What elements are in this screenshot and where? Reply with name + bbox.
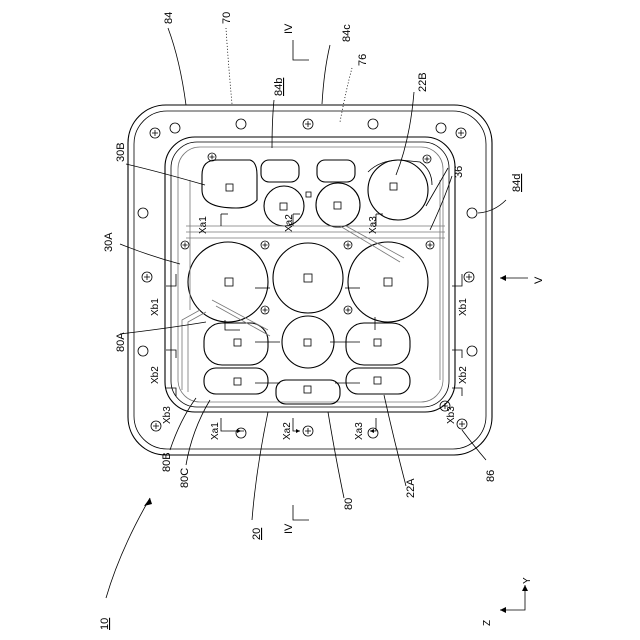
label-10: 10 bbox=[99, 618, 111, 630]
label-30a: 30A bbox=[103, 232, 115, 252]
label-30b: 30B bbox=[115, 142, 127, 162]
label-80c: 80C bbox=[179, 468, 191, 488]
flange-hole bbox=[467, 346, 477, 356]
section-line-iv bbox=[293, 40, 309, 520]
section-markers-xa-bottom bbox=[221, 418, 376, 433]
label-22b: 22B bbox=[417, 72, 429, 92]
bus-bars bbox=[182, 180, 445, 392]
label-80: 80 bbox=[343, 498, 355, 510]
label-v: V bbox=[533, 276, 545, 284]
section-labels: Xa1 Xa2 Xa3 Xa1 Xa2 Xa3 Xb1 Xb2 Xb3 Xb1 … bbox=[150, 214, 469, 440]
flange-hole bbox=[138, 346, 148, 356]
view-arrow-v bbox=[500, 275, 528, 281]
label-84c: 84c bbox=[341, 24, 353, 42]
label-xa3-bottom: Xa3 bbox=[354, 422, 365, 440]
label-xa1-bottom: Xa1 bbox=[210, 422, 221, 440]
label-80b: 80B bbox=[161, 452, 173, 472]
axis-label-z: Z bbox=[482, 620, 493, 626]
label-86: 86 bbox=[485, 470, 497, 482]
inner-screws bbox=[181, 153, 434, 314]
flange-hole bbox=[138, 208, 148, 218]
axis-label-y: Y bbox=[522, 577, 533, 584]
flange-hole bbox=[236, 119, 246, 129]
label-xb2-right: Xb2 bbox=[458, 366, 469, 384]
label-xa2-bottom: Xa2 bbox=[282, 422, 293, 440]
label-80a: 80A bbox=[115, 332, 127, 352]
label-xb1-right: Xb1 bbox=[458, 298, 469, 316]
lower-row-cells bbox=[204, 316, 410, 404]
label-22a: 22A bbox=[405, 478, 417, 498]
label-84b: 84b bbox=[273, 78, 285, 96]
label-20: 20 bbox=[251, 528, 263, 540]
label-xa1-top: Xa1 bbox=[198, 216, 209, 234]
flange-hole bbox=[467, 208, 477, 218]
label-76: 76 bbox=[357, 54, 369, 66]
label-xb3-right: Xb3 bbox=[446, 406, 457, 424]
label-xa3-top: Xa3 bbox=[368, 216, 379, 234]
flange-hole bbox=[436, 123, 446, 133]
label-xa2-top: Xa2 bbox=[284, 214, 295, 232]
label-xb3-left: Xb3 bbox=[162, 406, 173, 424]
label-xb1-left: Xb1 bbox=[150, 298, 161, 316]
label-70: 70 bbox=[221, 12, 233, 24]
flange-hole bbox=[170, 123, 180, 133]
flange-hole bbox=[368, 119, 378, 129]
flange-screws bbox=[142, 119, 474, 436]
label-xb2-left: Xb2 bbox=[150, 366, 161, 384]
label-84d: 84d bbox=[511, 174, 523, 192]
label-iv-top: IV bbox=[283, 23, 295, 34]
label-84: 84 bbox=[163, 12, 175, 24]
coordinate-axes bbox=[500, 585, 528, 613]
label-36: 36 bbox=[453, 166, 465, 178]
label-iv-bottom: IV bbox=[283, 523, 295, 534]
